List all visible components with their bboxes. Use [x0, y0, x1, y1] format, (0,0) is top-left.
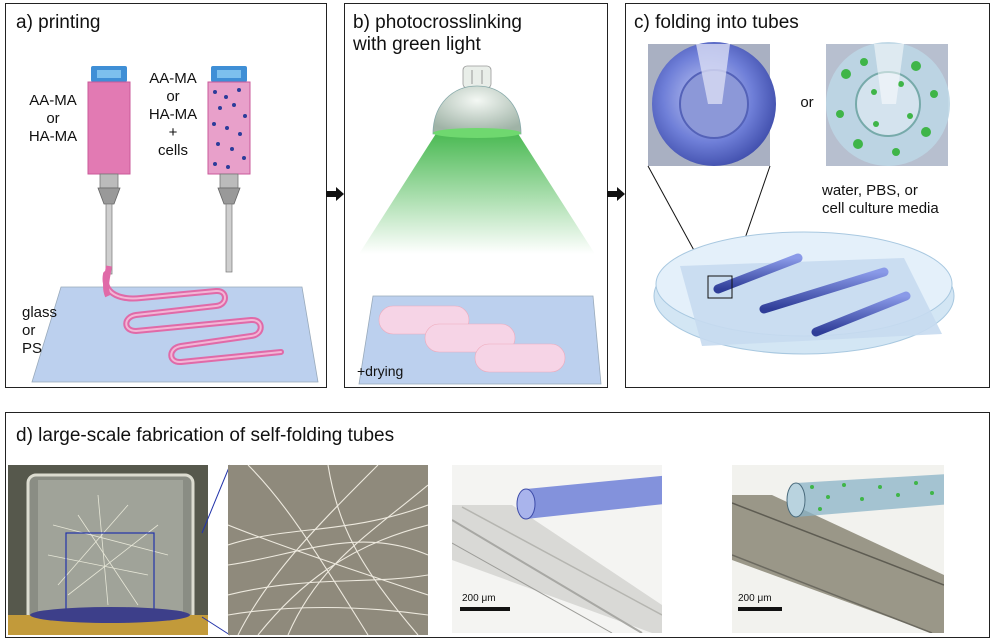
panel-d-title: d) large-scale fabrication of self-foldi… — [16, 425, 395, 446]
scale-bar-2 — [738, 607, 782, 611]
zoom-connector — [201, 464, 231, 636]
arrow-a-b — [326, 187, 344, 201]
scale-label-2: 200 μm — [738, 593, 772, 604]
arrow-b-c — [607, 187, 625, 201]
light-illustration — [358, 65, 602, 385]
tube-micrograph-2 — [732, 465, 944, 633]
panel-c: c) folding into tubes — [625, 3, 990, 388]
panel-b-title: b) photocrosslinking with green light — [353, 12, 522, 55]
fibers-photo — [228, 465, 428, 635]
panel-a-title: a) printing — [16, 12, 101, 33]
beaker-photo — [8, 465, 208, 635]
substrate-a — [31, 66, 319, 383]
scale-bar-1 — [460, 607, 510, 611]
drying-label: +drying — [357, 363, 404, 379]
panel-c-title: c) folding into tubes — [634, 12, 799, 33]
or-label: or — [800, 94, 814, 111]
right-ink-label: AA-MA or HA-MA + cells — [148, 70, 198, 159]
scale-label-1: 200 μm — [462, 593, 496, 604]
left-ink-label: AA-MA or HA-MA — [28, 92, 78, 145]
panel-a: a) printing AA-MA or HA-MA AA-MA or HA-M… — [5, 3, 327, 388]
substrate-label: glass or PS — [22, 304, 58, 357]
media-label: water, PBS, or cell culture media — [822, 182, 939, 217]
dish-illustration — [647, 42, 955, 355]
panel-b: b) photocrosslinking with green light +d… — [344, 3, 608, 388]
tube-micrograph-1 — [452, 465, 662, 633]
panel-d: d) large-scale fabrication of self-foldi… — [5, 412, 990, 638]
